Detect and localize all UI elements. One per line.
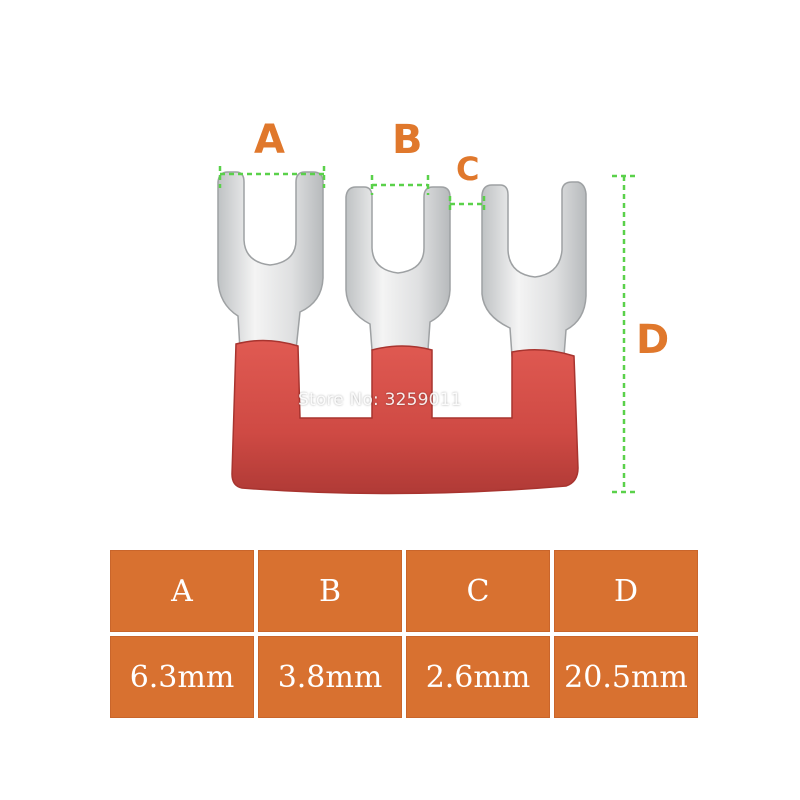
table-value-cell: 6.3mm (108, 634, 256, 720)
table-value-row: 6.3mm 3.8mm 2.6mm 20.5mm (108, 634, 700, 720)
table-value-cell: 2.6mm (404, 634, 552, 720)
dimension-label-d: D (636, 317, 670, 363)
product-figure: A B C D Store No: 3259011 (217, 117, 670, 495)
dimension-label-c: C (456, 150, 480, 188)
dimension-lines (218, 166, 636, 494)
table-header-cell: B (256, 548, 404, 634)
dimension-label-b: B (392, 117, 423, 163)
dimension-table: A B C D 6.3mm 3.8mm 2.6mm 20.5mm (108, 548, 700, 720)
store-watermark: Store No: 3259011 (298, 390, 462, 410)
fork-terminal-3 (481, 181, 587, 357)
table-value-cell: 3.8mm (256, 634, 404, 720)
table-header-row: A B C D (108, 548, 700, 634)
table-header-cell: D (552, 548, 700, 634)
fork-terminal-1 (217, 171, 324, 351)
table-value-cell: 20.5mm (552, 634, 700, 720)
table-header-cell: C (404, 548, 552, 634)
table-header-cell: A (108, 548, 256, 634)
terminal-strip-drawing (217, 166, 636, 495)
dimension-label-a: A (254, 117, 285, 163)
insulation-sleeve (231, 339, 579, 495)
fork-terminal-2 (345, 186, 451, 351)
